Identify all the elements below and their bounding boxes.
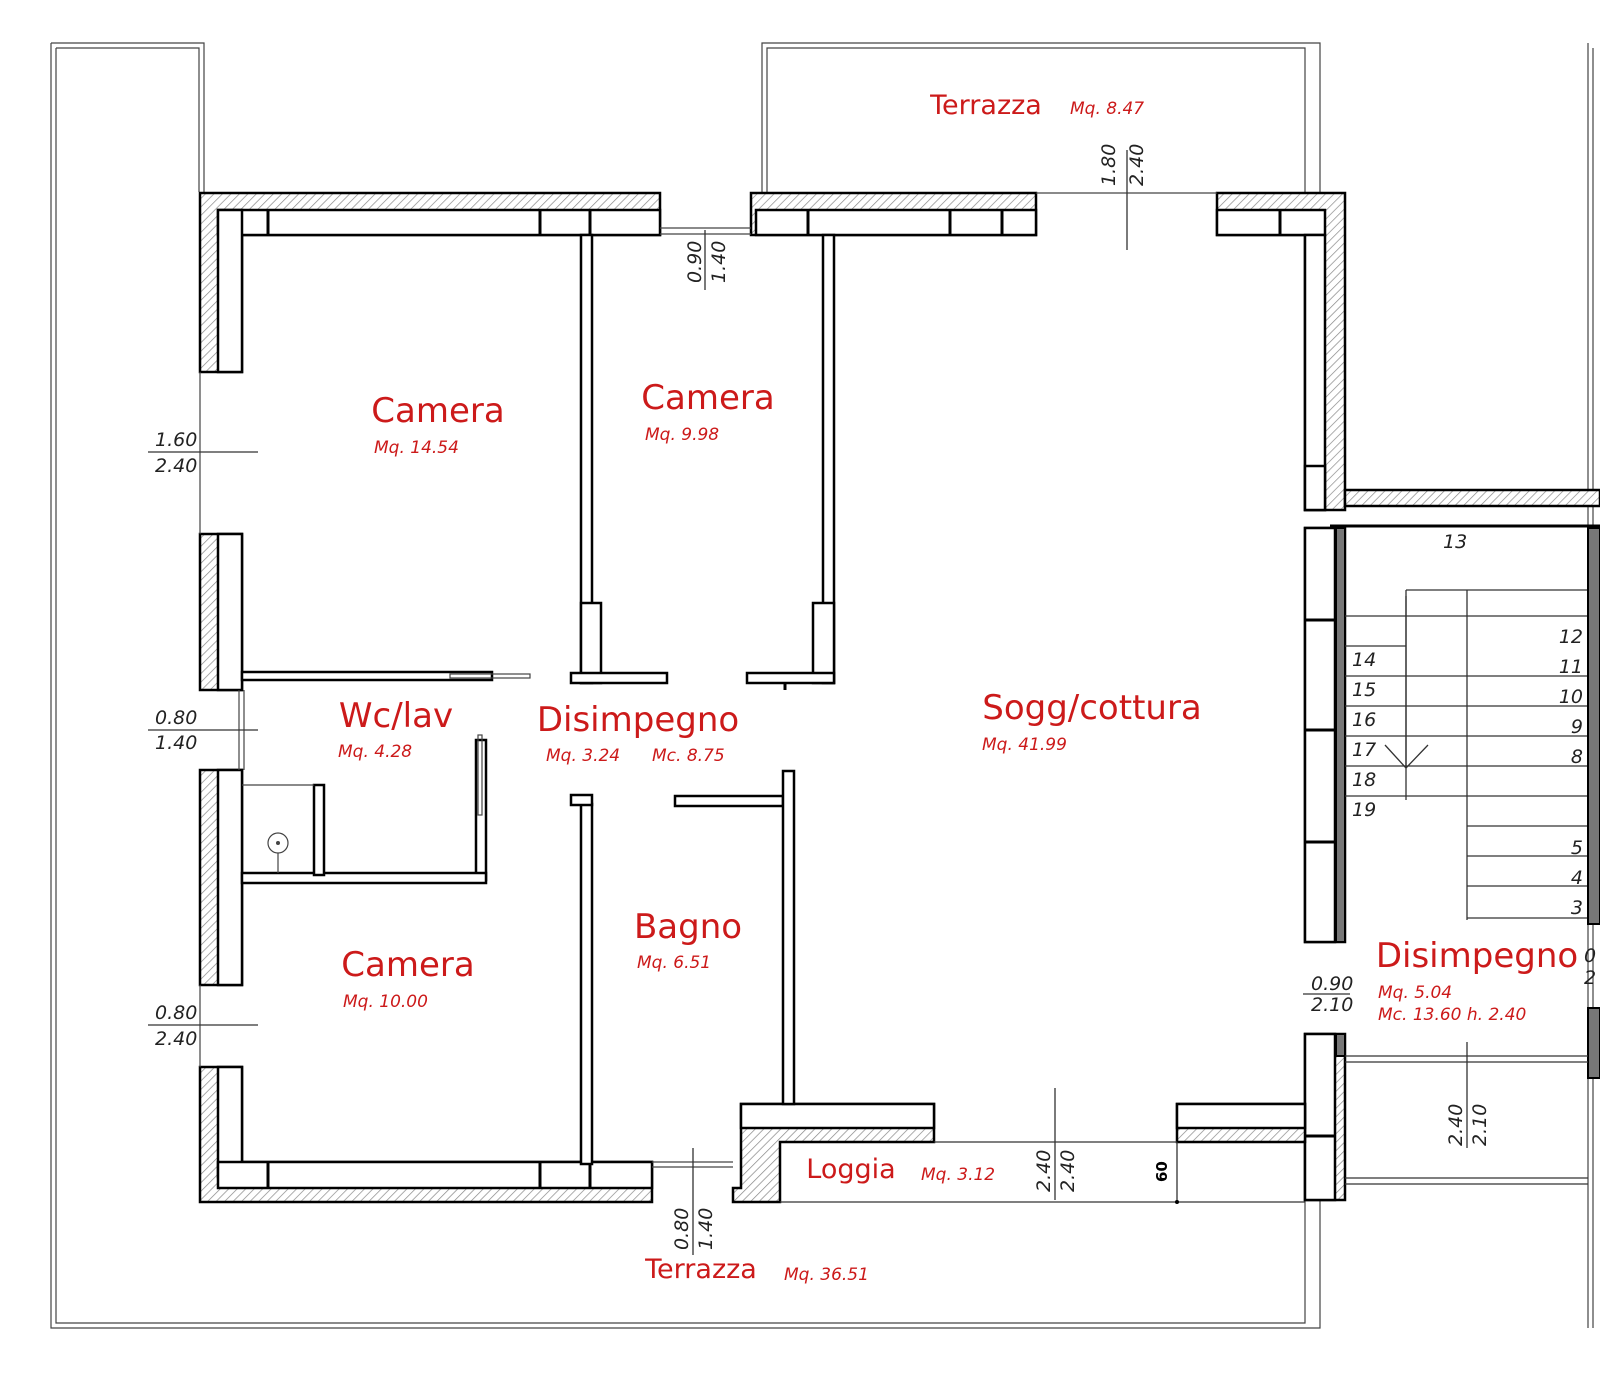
stair-step-numbers: 13 14 15 16 17 18 19 12 11 10 9 8 5 4 3 xyxy=(1352,531,1583,919)
room-volume-disimpegno-2: Mc. 13.60 h. 2.40 xyxy=(1378,1005,1526,1025)
step-number: 10 xyxy=(1559,686,1583,708)
step-number: 19 xyxy=(1352,799,1376,821)
loggia-depth: 60 xyxy=(1153,1161,1171,1182)
dim-door-right-b: 2.10 xyxy=(1311,994,1353,1016)
room-name-disimpegno-1: Disimpegno xyxy=(537,700,739,740)
dim-top-right-b: 2.40 xyxy=(1126,144,1148,186)
step-number: 12 xyxy=(1559,626,1583,648)
stair xyxy=(1345,527,1600,1185)
dim-cut-right-a: 0 xyxy=(1584,945,1596,967)
room-name-bagno: Bagno xyxy=(634,907,742,947)
step-number: 4 xyxy=(1571,867,1583,889)
step-number: 17 xyxy=(1352,739,1376,761)
step-number: 3 xyxy=(1571,897,1583,919)
step-number: 13 xyxy=(1443,531,1467,553)
interior-walls xyxy=(238,233,836,1166)
room-area-sogg-cottura: Mq. 41.99 xyxy=(982,735,1067,755)
room-name-disimpegno-2: Disimpegno xyxy=(1376,936,1578,976)
dim-bottom-b: 1.40 xyxy=(695,1208,717,1250)
dim-left-2-b: 1.40 xyxy=(155,732,197,754)
dim-cut-right-b: 2 xyxy=(1584,967,1596,989)
step-number: 14 xyxy=(1352,649,1376,671)
room-name-terrazza-bottom: Terrazza xyxy=(644,1254,757,1285)
step-number: 16 xyxy=(1352,709,1376,731)
dim-left-2-a: 0.80 xyxy=(155,707,197,729)
dim-top-right-a: 1.80 xyxy=(1098,144,1120,186)
room-area-bagno: Mq. 6.51 xyxy=(637,953,711,973)
room-name-sogg-cottura: Sogg/cottura xyxy=(982,688,1202,728)
room-area-disimpegno-2: Mq. 5.04 xyxy=(1378,983,1452,1003)
dim-right-bottom-b: 2.10 xyxy=(1469,1104,1491,1146)
room-area-terrazza-bottom: Mq. 36.51 xyxy=(784,1265,869,1285)
dim-top-mid-a: 0.90 xyxy=(684,241,706,283)
dim-top-mid-b: 1.40 xyxy=(708,241,730,283)
room-area-camera-3: Mq. 10.00 xyxy=(343,992,428,1012)
step-number: 18 xyxy=(1352,769,1376,791)
room-name-loggia: Loggia xyxy=(806,1154,895,1185)
room-area-terrazza-top: Mq. 8.47 xyxy=(1070,99,1144,119)
room-area-disimpegno-1: Mq. 3.24 xyxy=(546,746,620,766)
room-area-wc-lav: Mq. 4.28 xyxy=(338,742,412,762)
room-name-camera-3: Camera xyxy=(341,945,474,985)
step-number: 8 xyxy=(1571,746,1583,768)
exterior-walls xyxy=(198,191,1600,1204)
room-name-camera-2: Camera xyxy=(641,378,774,418)
dim-left-1-a: 1.60 xyxy=(155,429,197,451)
dim-door-right-a: 0.90 xyxy=(1311,973,1353,995)
room-area-loggia: Mq. 3.12 xyxy=(921,1165,995,1185)
dim-left-3-b: 2.40 xyxy=(155,1028,197,1050)
room-area-camera-1: Mq. 14.54 xyxy=(374,438,459,458)
room-volume-disimpegno-1: Mc. 8.75 xyxy=(652,746,725,766)
room-name-camera-1: Camera xyxy=(371,391,504,431)
dim-left-1-b: 2.40 xyxy=(155,455,197,477)
room-name-wc-lav: Wc/lav xyxy=(339,696,453,736)
step-number: 9 xyxy=(1571,716,1583,738)
dim-loggia-b: 2.40 xyxy=(1057,1150,1079,1192)
step-number: 15 xyxy=(1352,679,1376,701)
step-number: 11 xyxy=(1559,656,1583,678)
dimension-lines xyxy=(148,150,1468,1255)
dim-bottom-a: 0.80 xyxy=(671,1208,693,1250)
room-name-terrazza-top: Terrazza xyxy=(929,90,1042,121)
dim-loggia-a: 2.40 xyxy=(1033,1150,1055,1192)
opening-dimensions: 1.80 2.40 0.90 1.40 1.60 2.40 0.80 1.40 … xyxy=(155,144,1596,1250)
dim-right-bottom-a: 2.40 xyxy=(1445,1104,1467,1146)
dim-left-3-a: 0.80 xyxy=(155,1002,197,1024)
room-area-camera-2: Mq. 9.98 xyxy=(645,425,719,445)
step-number: 5 xyxy=(1571,837,1583,859)
